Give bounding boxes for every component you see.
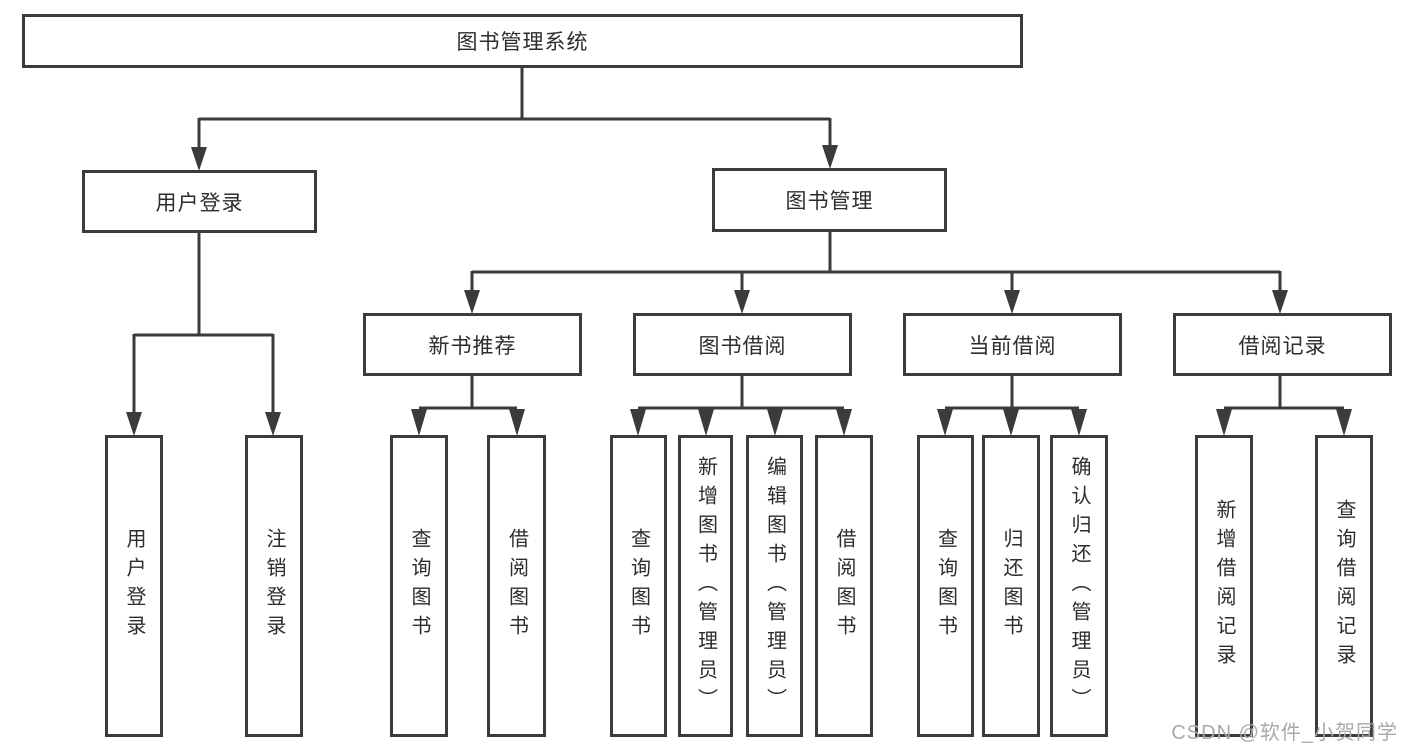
arrow-down-icon [734,290,750,314]
node-label: 用户登录 [155,191,244,215]
arrow-down-icon [411,409,427,436]
node-label: 查询借阅记录 [1333,499,1355,673]
node-label: 新增图书（管理员） [694,455,717,717]
leaf-return-books: 归还图书 [982,435,1040,737]
node-label: 新书推荐 [428,334,517,358]
leaf-borrow-books: 借阅图书 [815,435,873,737]
leaf-query-books: 查询图书 [390,435,448,737]
node-borrowing-records: 借阅记录 [1173,313,1392,376]
node-label: 注销登录 [263,528,285,644]
node-new-book-recommend: 新书推荐 [363,313,582,376]
node-label: 图书管理 [785,190,874,213]
csdn-watermark: CSDN @软件_小贺同学 [1171,722,1398,744]
node-label: 图书借阅 [698,334,787,358]
arrow-down-icon [698,409,714,436]
arrow-down-icon [767,409,783,436]
node-book-management: 图书管理 [712,168,947,232]
arrow-down-icon [1003,409,1019,436]
node-label: 借阅图书 [833,528,855,644]
node-label: 确认归还（管理员） [1068,455,1090,717]
arrow-down-icon [464,290,480,314]
arrow-down-icon [822,145,838,169]
node-label: 查询图书 [934,528,957,644]
node-label: 图书管理系统 [456,31,589,54]
node-label: 新增借阅记录 [1213,499,1235,673]
node-label: 借阅记录 [1238,334,1327,358]
node-label: 查询图书 [408,528,430,644]
leaf-query-borrow-record: 查询借阅记录 [1315,435,1373,737]
arrow-down-icon [509,409,525,436]
arrow-down-icon [630,409,646,436]
node-label: 归还图书 [1000,528,1022,644]
leaf-add-borrow-record: 新增借阅记录 [1195,435,1253,737]
leaf-user-login: 用户登录 [105,435,163,737]
leaf-borrow-books: 借阅图书 [487,435,546,737]
leaf-query-books: 查询图书 [917,435,974,737]
arrow-down-icon [1272,290,1288,314]
leaf-query-books: 查询图书 [610,435,667,737]
node-label: 查询图书 [627,528,650,644]
arrow-down-icon [937,409,953,436]
arrow-down-icon [265,412,281,436]
node-label: 编辑图书（管理员） [763,455,786,717]
arrow-down-icon [1004,290,1020,314]
leaf-edit-books-admin: 编辑图书（管理员） [746,435,803,737]
leaf-confirm-return-admin: 确认归还（管理员） [1050,435,1108,737]
arrow-down-icon [836,409,852,436]
arrow-down-icon [1071,409,1087,436]
node-label: 用户登录 [123,528,145,644]
node-book-borrowing: 图书借阅 [633,313,852,376]
arrow-down-icon [191,147,207,171]
leaf-add-books-admin: 新增图书（管理员） [678,435,733,737]
node-current-borrowing: 当前借阅 [903,313,1122,376]
arrow-down-icon [126,412,142,436]
node-label: 当前借阅 [968,334,1057,358]
node-root-library-management-system: 图书管理系统 [22,14,1023,68]
arrow-down-icon [1336,409,1352,436]
node-label: 借阅图书 [505,528,528,644]
leaf-logout: 注销登录 [245,435,303,737]
node-user-login: 用户登录 [82,170,317,233]
arrow-down-icon [1216,409,1232,436]
